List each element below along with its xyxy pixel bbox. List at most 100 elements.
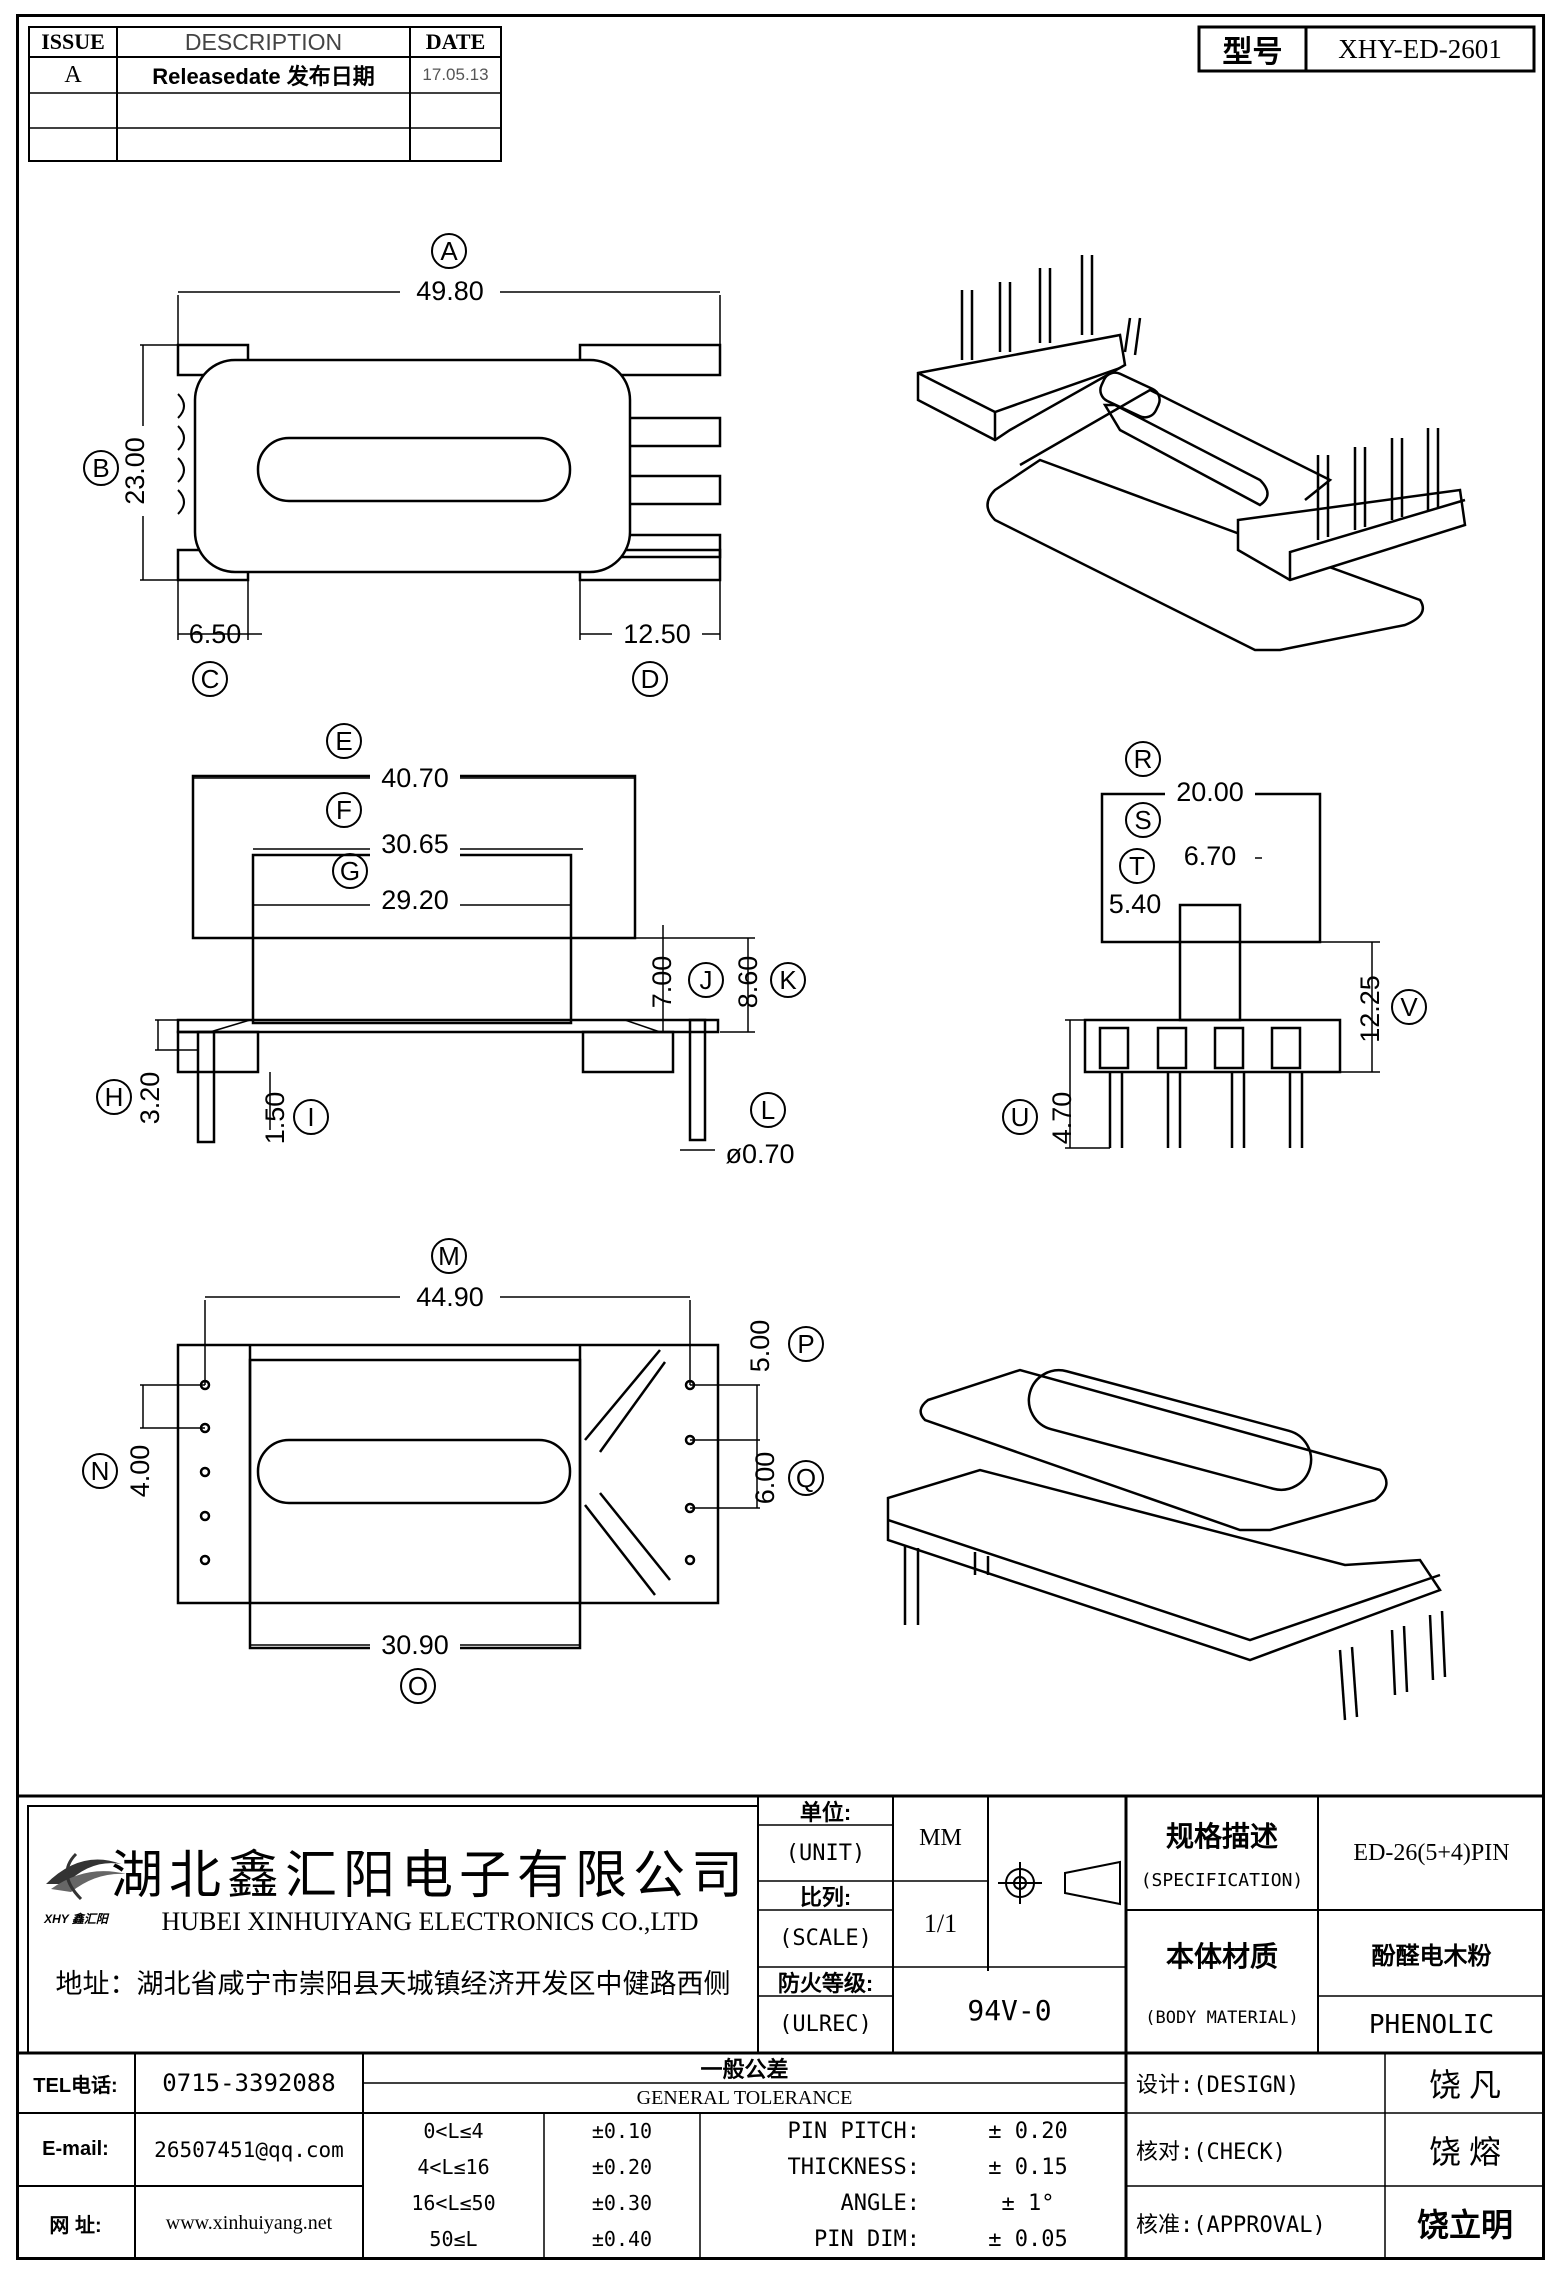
dim-o: 30.90 (370, 1629, 460, 1661)
tel-value: 0715-3392088 (162, 2069, 336, 2097)
company-name-cn: 湖北鑫汇阳电子有限公司 (111, 1847, 750, 1905)
dim-c: 6.50 (188, 618, 242, 649)
dim-tag-i: I (307, 1101, 315, 1132)
ul-label-cn: 防火等级: (777, 1970, 874, 1996)
web-label: 网 址: (49, 2214, 102, 2237)
other-tolerance-value: ± 0.05 (988, 2226, 1068, 2252)
engineering-drawing (82, 233, 1467, 1721)
dim-tag-u: U (1010, 1101, 1030, 1132)
dim-l: ø0.70 (725, 1138, 795, 1169)
dim-tag-c: C (200, 663, 220, 694)
dim-tag-e: E (335, 725, 353, 756)
other-tolerance-value: ± 0.15 (988, 2154, 1068, 2180)
dim-f: 30.65 (370, 828, 460, 860)
top-view (83, 233, 722, 697)
dim-tag-t: T (1129, 850, 1145, 881)
dim-tag-j: J (699, 964, 713, 995)
approval-label: 核准:(APPROVAL) (1136, 2213, 1326, 2238)
bottom-view (82, 1238, 824, 1704)
date-value: 17.05.13 (422, 65, 489, 84)
tolerance-title-en: GENERAL TOLERANCE (636, 2086, 853, 2109)
model-label: 型号 (1222, 36, 1283, 69)
material-label-cn: 本体材质 (1165, 1941, 1278, 1972)
scale-value: 1/1 (923, 1909, 958, 1938)
tolerance-value: ±0.40 (591, 2227, 653, 2251)
dim-tag-m: M (438, 1240, 460, 1271)
unit-label-cn: 单位: (799, 1799, 852, 1825)
dim-tag-n: N (90, 1455, 110, 1486)
tolerance-value: ±0.10 (591, 2119, 653, 2143)
material-label-en: (BODY MATERIAL) (1145, 2008, 1299, 2028)
other-tolerance-name: THICKNESS: (787, 2154, 920, 2180)
check-label: 核对:(CHECK) (1136, 2139, 1286, 2165)
unit-label-en: (UNIT) (785, 1840, 866, 1866)
tolerance-value: ±0.20 (591, 2155, 653, 2179)
dim-d: 12.50 (612, 618, 702, 650)
scale-label-cn: 比列: (799, 1884, 852, 1910)
other-tolerance-name: PIN PITCH: (787, 2118, 920, 2144)
tolerance-range: 4<L≤16 (417, 2155, 490, 2179)
dim-tag-b: B (92, 452, 110, 483)
model-box (1197, 25, 1536, 73)
other-tolerance-name: PIN DIM: (814, 2226, 920, 2252)
web-value[interactable]: www.xinhuiyang.net (165, 2211, 333, 2234)
dim-tag-g: G (339, 855, 361, 886)
issue-value: A (64, 61, 82, 88)
dim-tag-d: D (640, 663, 660, 694)
company-logo (46, 1852, 126, 1901)
spec-label-en: (SPECIFICATION) (1140, 1869, 1304, 1891)
dim-tag-h: H (104, 1081, 124, 1112)
dim-tag-k: K (779, 964, 797, 995)
material-value-en: PHENOLIC (1368, 2009, 1495, 2040)
spec-value: ED-26(5+4)PIN (1353, 1839, 1510, 1866)
iso-view-top (916, 255, 1467, 652)
other-tolerance-name: ANGLE: (840, 2190, 920, 2216)
dim-tag-v: V (1400, 991, 1418, 1022)
approval-name: 饶立明 (1416, 2207, 1513, 2243)
logo-text: XHY 鑫汇阳 (44, 1911, 108, 1926)
spec-label-cn: 规格描述 (1165, 1821, 1278, 1852)
email-value[interactable]: 26507451@qq.com (154, 2137, 344, 2162)
ul-value: 94V-0 (967, 1993, 1052, 2027)
dim-tag-o: O (407, 1670, 429, 1701)
check-name: 饶 熔 (1428, 2133, 1501, 2170)
dim-g: 29.20 (370, 884, 460, 916)
email-label: E-mail: (42, 2138, 109, 2160)
other-tolerance-value: ± 0.20 (988, 2118, 1068, 2144)
tel-label: TEL电话: (33, 2074, 118, 2097)
revision-table-grid (28, 26, 502, 162)
dim-tag-p: P (797, 1328, 815, 1359)
design-name: 饶 凡 (1428, 2067, 1501, 2103)
date-header: DATE (425, 29, 486, 54)
dim-s: 6.70 (1165, 840, 1255, 872)
dim-tag-r: R (1133, 743, 1153, 774)
tolerance-title-cn: 一般公差 (700, 2057, 789, 2082)
tolerance-range: 0<L≤4 (423, 2119, 484, 2143)
dim-tag-s: S (1134, 804, 1152, 835)
material-value-cn: 酚醛电木粉 (1371, 1942, 1492, 1970)
dim-e: 40.70 (370, 762, 460, 794)
front-view (96, 723, 806, 1151)
dim-r: 20.00 (1165, 776, 1255, 808)
tolerance-range: 50≤L (429, 2227, 478, 2251)
dim-m: 44.90 (400, 1281, 500, 1313)
unit-value: MM (919, 1825, 962, 1851)
dim-tag-f: F (336, 794, 352, 825)
description-value: Releasedate 发布日期 (152, 64, 375, 89)
dim-t: 5.40 (1108, 888, 1162, 919)
other-tolerance-value: ± 1° (1001, 2190, 1055, 2216)
description-header: DESCRIPTION (184, 28, 343, 55)
drawing-frame (16, 14, 1545, 2260)
projection-symbol (998, 1860, 1121, 1906)
company-name-en: HUBEI XINHUIYANG ELECTRONICS CO.,LTD (161, 1907, 699, 1936)
dim-tag-q: Q (795, 1462, 817, 1493)
dim-tag-a: A (440, 235, 458, 266)
tolerance-range: 16<L≤50 (411, 2191, 496, 2215)
model-value: XHY-ED-2601 (1338, 33, 1502, 64)
iso-view-bottom (886, 1368, 1447, 1721)
ul-label-en: (ULREC) (779, 2012, 872, 2037)
issue-header: ISSUE (41, 29, 105, 54)
tolerance-value: ±0.30 (591, 2191, 653, 2215)
scale-label-en: (SCALE) (779, 1926, 872, 1951)
